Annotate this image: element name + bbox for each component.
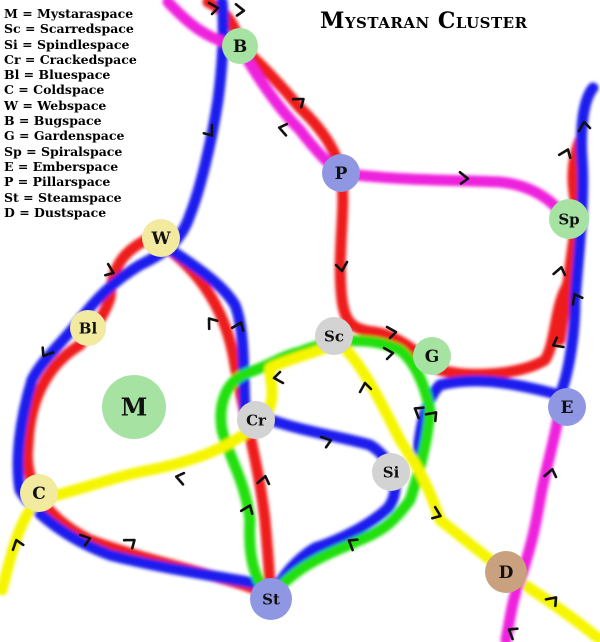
- node-g: G: [413, 337, 451, 375]
- direction-arrow-icon: [174, 471, 186, 486]
- legend-item-d: D = Dustspace: [4, 204, 107, 220]
- node-circle: [549, 199, 589, 239]
- legend-item-p: P = Pillarspace: [4, 174, 111, 190]
- node-circle: [250, 578, 292, 620]
- direction-arrow-icon: [234, 2, 246, 17]
- node-circle: [102, 375, 166, 439]
- node-circle: [222, 28, 258, 64]
- direction-arrow-icon: [230, 321, 245, 333]
- node-circle: [322, 154, 360, 192]
- direction-arrow-icon: [207, 317, 219, 331]
- direction-arrow-icon: [544, 596, 558, 608]
- direction-arrow-icon: [319, 435, 333, 449]
- direction-arrow-icon: [424, 411, 438, 423]
- direction-arrow-icon: [577, 120, 592, 133]
- direction-arrow-icon: [507, 627, 519, 641]
- direction-arrow-icon: [277, 122, 289, 137]
- legend-item-st: St = Steamspace: [4, 189, 122, 205]
- route-blue-east: [412, 82, 599, 458]
- direction-arrow-icon: [543, 467, 558, 479]
- node-si: Si: [372, 453, 410, 491]
- legend-item-c: C = Coldspace: [4, 82, 105, 98]
- node-circle: [142, 219, 180, 257]
- direction-arrow-icon: [103, 262, 115, 277]
- node-circle: [70, 310, 106, 346]
- direction-arrow-icon: [291, 97, 305, 109]
- node-circle: [315, 317, 353, 355]
- direction-arrow-icon: [202, 123, 214, 137]
- direction-arrow-icon: [122, 538, 136, 550]
- direction-arrow-icon: [358, 381, 373, 394]
- node-circle: [548, 388, 586, 426]
- node-label: D: [499, 563, 514, 583]
- route-green-loop: [215, 335, 436, 604]
- node-c: C: [20, 474, 58, 512]
- node-circle: [237, 401, 275, 439]
- node-label: St: [262, 590, 280, 608]
- direction-arrow-icon: [334, 260, 349, 273]
- node-st: St: [250, 578, 292, 620]
- direction-arrow-icon: [207, 1, 220, 16]
- node-label: B: [233, 37, 247, 57]
- direction-arrow-icon: [41, 346, 55, 358]
- node-label: Cr: [246, 411, 267, 429]
- node-p: P: [322, 154, 360, 192]
- direction-arrow-icon: [557, 148, 572, 160]
- route-magenta-south-east: [500, 402, 566, 642]
- node-label: Bl: [79, 319, 98, 337]
- node-label: Si: [383, 463, 400, 481]
- direction-arrow-icon: [551, 336, 565, 349]
- direction-arrow-icon: [430, 505, 442, 520]
- legend-item-m: M = Mystaraspace: [4, 6, 134, 21]
- map-title: Mystaran Cluster: [320, 8, 528, 34]
- legend-item-sc: Sc = Scarredspace: [4, 21, 134, 37]
- route-blue-south-loop: [146, 231, 401, 604]
- node-w: W: [142, 219, 180, 257]
- route-yellow-diagonal: [0, 336, 516, 596]
- node-label: W: [150, 229, 171, 249]
- node-cr: Cr: [237, 401, 275, 439]
- node-label: P: [335, 164, 348, 184]
- node-circle: [20, 474, 58, 512]
- direction-arrow-icon: [413, 406, 425, 420]
- direction-arrow-icon: [571, 292, 584, 306]
- direction-arrow-icon: [382, 346, 395, 361]
- legend-item-g: G = Gardenspace: [4, 128, 125, 144]
- node-label: Sp: [558, 210, 579, 228]
- direction-arrow-icon: [552, 265, 567, 277]
- legend-item-w: W = Webspace: [4, 97, 107, 113]
- node-m: M: [102, 375, 166, 439]
- node-label: C: [32, 484, 46, 504]
- direction-arrow-icon: [347, 538, 359, 552]
- node-label: G: [425, 347, 440, 367]
- legend-item-cr: Cr = Crackedspace: [4, 51, 137, 67]
- legend: M = Mystaraspace Sc = Scarredspace Si = …: [4, 6, 137, 220]
- direction-arrow-icon: [78, 533, 92, 547]
- node-label: E: [561, 398, 574, 418]
- node-circle: [413, 337, 451, 375]
- node-sc: Sc: [315, 317, 353, 355]
- direction-arrow-icon: [256, 474, 271, 486]
- legend-item-e: E = Emberspace: [4, 158, 119, 174]
- legend-item-bl: Bl = Bluespace: [4, 67, 111, 83]
- direction-arrow-icon: [272, 370, 285, 385]
- node-label: M: [121, 393, 148, 422]
- node-d: D: [485, 551, 527, 593]
- direction-arrow-icon: [11, 538, 25, 552]
- node-e: E: [548, 388, 586, 426]
- legend-item-sp: Sp = Spiralspace: [4, 143, 123, 159]
- legend-item-b: B = Bugspace: [4, 113, 102, 129]
- node-b: B: [222, 28, 258, 64]
- node-sp: Sp: [549, 199, 589, 239]
- direction-arrow-icon: [385, 325, 398, 340]
- direction-arrow-icon: [458, 170, 470, 185]
- node-label: Sc: [324, 327, 344, 345]
- legend-item-si: Si = Spindlespace: [4, 36, 130, 52]
- node-circle: [372, 453, 410, 491]
- direction-arrow-icon: [239, 504, 254, 516]
- node-circle: [485, 551, 527, 593]
- node-bl: Bl: [70, 310, 106, 346]
